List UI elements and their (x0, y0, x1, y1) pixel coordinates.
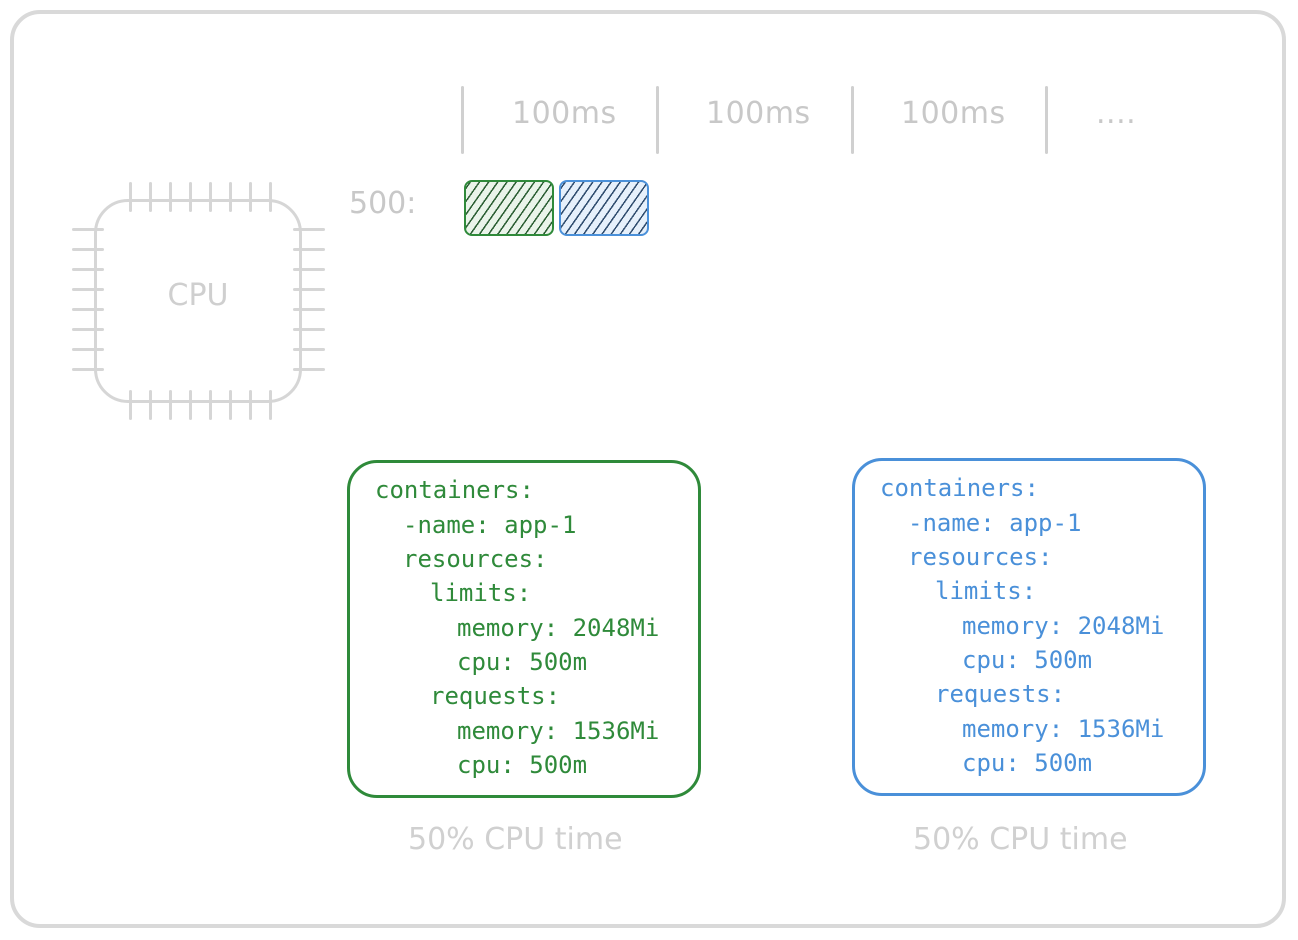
cpu-pin (169, 182, 172, 212)
code-line: cpu: 500m (457, 751, 588, 779)
cpu-pin (72, 328, 104, 331)
cpu-pin (129, 390, 132, 420)
green-container-time-slice (464, 180, 554, 236)
timeline-slot-label: 100ms (706, 96, 811, 131)
timeline-slot-label: 100ms (512, 96, 617, 131)
cpu-pin (209, 390, 212, 420)
cpu-pin (293, 308, 325, 311)
cpu-pin (72, 248, 104, 251)
timeline-slot-label: 100ms (901, 96, 1006, 131)
timeline-divider (656, 86, 659, 154)
cpu-pin (293, 228, 325, 231)
timeline-divider (851, 86, 854, 154)
code-line: limits: (935, 577, 1037, 605)
code-line: requests: (430, 682, 561, 710)
code-line: containers: (880, 474, 1039, 502)
code-line: limits: (430, 579, 532, 607)
cpu-pin (149, 390, 152, 420)
diagram-frame (10, 10, 1286, 928)
code-line: resources: (908, 543, 1053, 571)
cpu-pin (293, 248, 325, 251)
cpu-pin (72, 368, 104, 371)
code-line: -name: app-1 (403, 511, 577, 539)
code-line: memory: 2048Mi (457, 614, 660, 642)
cpu-pin (293, 348, 325, 351)
cpu-pin (269, 390, 272, 420)
code-line: cpu: 500m (962, 646, 1093, 674)
cpu-time-caption: 50% CPU time (913, 822, 1128, 857)
cpu-pin (72, 288, 104, 291)
code-line: memory: 2048Mi (962, 612, 1165, 640)
cpu-label: CPU (167, 278, 229, 313)
cpu-pin (189, 390, 192, 420)
cpu-pin (72, 268, 104, 271)
cpu-pin (293, 268, 325, 271)
cpu-pin (149, 182, 152, 212)
code-line: requests: (935, 680, 1066, 708)
cpu-pin (293, 328, 325, 331)
container-spec-card-blue (852, 458, 1206, 796)
cpu-pin (293, 288, 325, 291)
timeline-divider (461, 86, 464, 154)
code-line: cpu: 500m (962, 749, 1093, 777)
cpu-pin (249, 182, 252, 212)
code-line: memory: 1536Mi (457, 717, 660, 745)
cpu-pin (189, 182, 192, 212)
timeline-divider (1045, 86, 1048, 154)
cpu-pin (249, 390, 252, 420)
cpu-pin (129, 182, 132, 212)
cpu-share-row-label: 500: (349, 186, 417, 221)
cpu-pin (293, 368, 325, 371)
cpu-pin (269, 182, 272, 212)
code-line: cpu: 500m (457, 648, 588, 676)
cpu-pin (169, 390, 172, 420)
cpu-time-caption: 50% CPU time (408, 822, 623, 857)
cpu-pin (72, 308, 104, 311)
code-line: containers: (375, 476, 534, 504)
timeline-ellipsis: .... (1096, 96, 1137, 131)
cpu-pin (72, 228, 104, 231)
cpu-pin (229, 182, 232, 212)
blue-container-time-slice (559, 180, 649, 236)
code-line: -name: app-1 (908, 509, 1082, 537)
code-line: memory: 1536Mi (962, 715, 1165, 743)
cpu-pin (229, 390, 232, 420)
cpu-pin (72, 348, 104, 351)
code-line: resources: (403, 545, 548, 573)
container-spec-card-green (347, 460, 701, 798)
cpu-chip-body (94, 199, 302, 403)
cpu-pin (209, 182, 212, 212)
